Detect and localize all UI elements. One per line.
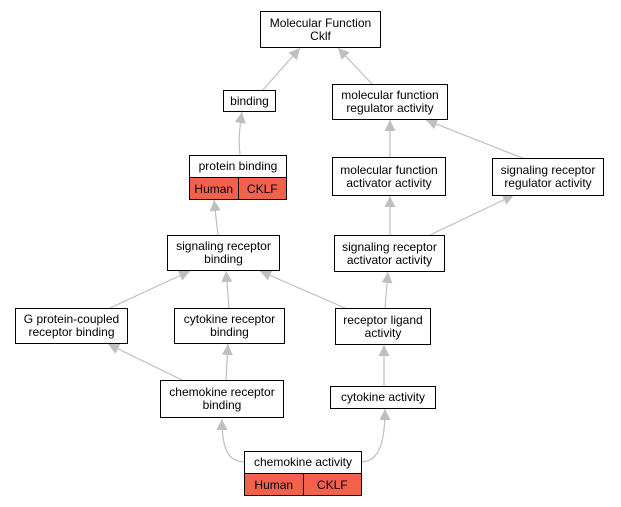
node-label: signaling receptor regulator activity xyxy=(493,159,603,195)
node-cytokine-receptor-binding[interactable]: cytokine receptor binding xyxy=(174,308,285,344)
node-label-line2: regulator activity xyxy=(346,101,434,115)
node-label: protein binding xyxy=(190,156,286,177)
node-binding[interactable]: binding xyxy=(223,90,276,112)
node-label-line2: regulator activity xyxy=(504,176,592,190)
node-protein-binding[interactable]: protein binding Human CKLF xyxy=(189,155,287,200)
edge-chemokineactivity-to-cytokineactivity xyxy=(360,408,391,463)
node-label-line1: binding xyxy=(230,93,269,108)
edge-proteinbinding-to-binding xyxy=(234,111,246,156)
edge-sigactivator-to-sigregulator xyxy=(429,194,515,236)
edge-regulator-to-mf xyxy=(337,47,373,85)
node-label-line2: activator activity xyxy=(346,175,432,190)
node-label: binding xyxy=(224,91,275,111)
node-label-line1: cytokine receptor xyxy=(183,312,276,326)
node-label-line2: activator activity xyxy=(346,252,433,267)
edge-chemokinerec-to-gpcr xyxy=(107,343,183,381)
node-label: receptor ligand activity xyxy=(336,309,430,344)
node-label-line1: G protein-coupled xyxy=(23,312,120,326)
node-label: cytokine activity xyxy=(331,387,435,408)
node-label: signaling receptor binding xyxy=(168,236,279,270)
node-label: signaling receptor activator activity xyxy=(335,236,444,271)
node-label-line2: activity xyxy=(364,325,402,340)
node-label-line1: chemokine activity xyxy=(253,455,353,469)
edge-binding-to-mf xyxy=(261,47,301,92)
node-label-line1: chemokine receptor xyxy=(169,385,275,399)
tag-gene: CKLF xyxy=(302,474,361,495)
node-receptor-ligand-activity[interactable]: receptor ligand activity xyxy=(335,308,431,345)
node-molecular-function-regulator-activity[interactable]: molecular function regulator activity xyxy=(332,84,448,120)
node-label: chemokine activity xyxy=(245,452,361,473)
node-label-line1: molecular function xyxy=(340,162,438,177)
node-label-line2: binding xyxy=(210,325,249,339)
node-label: molecular function regulator activity xyxy=(333,85,447,119)
tag-gene: CKLF xyxy=(237,178,286,199)
edge-chemokineactivity-to-chemokinerec xyxy=(216,418,246,463)
node-label: G protein-coupled receptor binding xyxy=(16,309,127,343)
node-signaling-receptor-binding[interactable]: signaling receptor binding xyxy=(167,235,280,271)
node-molecular-function-cklf[interactable]: Molecular Function Cklf xyxy=(260,11,381,48)
edge-gpcr-to-sigbinding xyxy=(109,270,191,309)
node-label-line1: molecular function xyxy=(341,88,439,102)
node-label-line1: signaling receptor xyxy=(176,239,271,253)
node-signaling-receptor-regulator-activity[interactable]: signaling receptor regulator activity xyxy=(492,158,604,196)
node-label-line2: Cklf xyxy=(310,28,331,43)
node-label-line2: binding xyxy=(204,252,243,266)
edge-sigregulator-to-regulator xyxy=(425,118,531,162)
edge-receptorligand-to-sigbinding xyxy=(259,270,346,309)
edge-cytokinerec-to-sigbinding xyxy=(221,270,233,309)
node-label-line2: receptor binding xyxy=(28,325,115,339)
node-gpcr-binding[interactable]: G protein-coupled receptor binding xyxy=(15,308,128,344)
tag-species: Human xyxy=(190,178,238,199)
node-label: chemokine receptor binding xyxy=(161,381,283,417)
tag-species: Human xyxy=(245,474,303,495)
node-signaling-receptor-activator-activity[interactable]: signaling receptor activator activity xyxy=(334,235,445,272)
node-label-line1: signaling receptor xyxy=(500,163,596,177)
node-label-line1: receptor ligand xyxy=(343,312,423,327)
node-cytokine-activity[interactable]: cytokine activity xyxy=(330,386,436,409)
node-label: cytokine receptor binding xyxy=(175,309,284,343)
node-tags: Human CKLF xyxy=(245,473,361,495)
node-tags: Human CKLF xyxy=(190,177,286,199)
node-label-line1: signaling receptor xyxy=(342,239,437,254)
node-label: Molecular Function Cklf xyxy=(261,12,380,47)
edge-sigbinding-to-proteinbinding xyxy=(209,199,221,236)
node-label-line1: protein binding xyxy=(198,159,278,173)
node-label: molecular function activator activity xyxy=(333,158,445,195)
edge-chemokinerec-to-cytokinerec xyxy=(221,343,233,381)
node-label-line1: cytokine activity xyxy=(340,390,426,404)
node-chemokine-activity[interactable]: chemokine activity Human CKLF xyxy=(244,451,362,496)
node-label-line2: binding xyxy=(202,398,242,412)
node-chemokine-receptor-binding[interactable]: chemokine receptor binding xyxy=(160,380,284,418)
node-label-line1: Molecular Function xyxy=(269,15,372,30)
edge-receptorligand-to-sigactivator xyxy=(381,271,393,309)
node-molecular-function-activator-activity[interactable]: molecular function activator activity xyxy=(332,157,446,196)
